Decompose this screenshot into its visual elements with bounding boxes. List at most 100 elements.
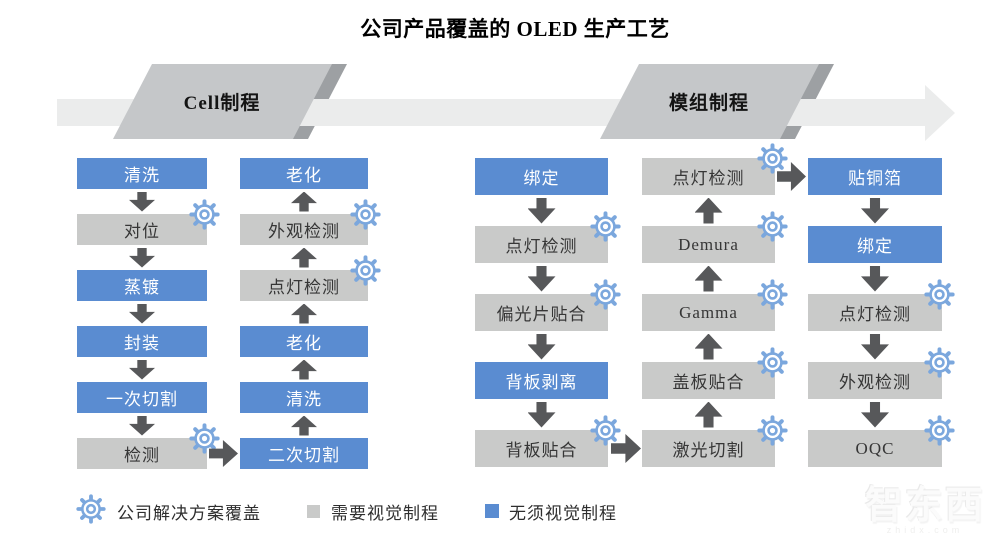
- gear-icon: [189, 199, 220, 230]
- stage-header-label-module: 模组制程: [668, 93, 749, 114]
- legend-gear-icon: [76, 494, 106, 524]
- flow-arrow-down-icon: [129, 359, 155, 380]
- flow-arrow-up-icon: [291, 303, 317, 324]
- flow-arrow-down-icon: [129, 415, 155, 436]
- step-label: 偏光片贴合: [496, 305, 587, 324]
- flow-step-box: 背板贴合: [475, 415, 621, 467]
- watermark-text: 智东西: [864, 485, 985, 527]
- flow-arrow-down-icon: [861, 265, 889, 292]
- flow-arrow-up-icon: [694, 401, 723, 428]
- flow-arrow-down-icon: [129, 303, 155, 324]
- step-label: 蒸镀: [124, 278, 160, 297]
- gear-icon: [757, 143, 788, 174]
- flow-arrow-up-icon: [694, 333, 723, 360]
- gear-icon: [924, 279, 955, 310]
- step-label: Gamma: [679, 302, 738, 322]
- flow-arrow-down-icon: [861, 197, 889, 224]
- band-arrowhead-icon: [925, 85, 955, 141]
- flow-step-box: 老化: [240, 326, 368, 357]
- flow-step-box: 蒸镀: [77, 270, 207, 301]
- flow-step-box: 清洗: [240, 382, 368, 413]
- flow-step-box: 对位: [77, 199, 220, 245]
- stage-header-module: [600, 64, 819, 139]
- gear-icon: [350, 255, 381, 286]
- flow-step-box: OQC: [808, 415, 955, 467]
- step-label: 点灯检测: [268, 278, 340, 297]
- step-label: Demura: [678, 234, 739, 254]
- step-label: 外观检测: [268, 222, 340, 241]
- step-label: 一次切割: [106, 390, 178, 409]
- step-label: 激光切割: [672, 441, 745, 460]
- gear-icon: [590, 415, 621, 446]
- flow-arrow-down-icon: [527, 265, 556, 292]
- gear-icon: [350, 199, 381, 230]
- flow-step-box: 绑定: [475, 158, 608, 195]
- flow-step-box: 激光切割: [642, 415, 788, 467]
- flow-step-box: 外观检测: [808, 347, 955, 399]
- flow-arrow-down-icon: [527, 401, 556, 428]
- step-label: 盖板贴合: [672, 373, 745, 392]
- page-title: 公司产品覆盖的 OLED 生产工艺: [360, 17, 670, 41]
- step-label: 绑定: [523, 169, 560, 188]
- gear-icon: [590, 211, 621, 242]
- step-label: 点灯检测: [505, 237, 578, 256]
- flow-arrow-down-icon: [129, 191, 155, 212]
- gear-icon: [757, 347, 788, 378]
- flow-step-box: 点灯检测: [808, 279, 955, 331]
- flow-step-box: 盖板贴合: [642, 347, 788, 399]
- flow-arrow-up-icon: [694, 197, 723, 224]
- flow-step-box: 清洗: [77, 158, 207, 189]
- gear-icon: [590, 279, 621, 310]
- flow-step-box: 一次切割: [77, 382, 207, 413]
- flow-arrow-down-icon: [861, 333, 889, 360]
- step-label: 外观检测: [839, 373, 911, 392]
- step-label: 背板贴合: [505, 441, 578, 460]
- step-label: 点灯检测: [672, 169, 745, 188]
- legend-label-vision-required: 需要视觉制程: [331, 504, 439, 523]
- step-label: 封装: [124, 334, 160, 353]
- stage-header-cell: [113, 64, 332, 139]
- flow-step-box: 绑定: [808, 226, 942, 263]
- flow-arrow-up-icon: [291, 415, 317, 436]
- flow-step-box: 外观检测: [240, 199, 381, 245]
- flow-step-box: Demura: [642, 211, 788, 263]
- gear-icon: [757, 415, 788, 446]
- step-label: 点灯检测: [839, 305, 911, 324]
- flow-arrow-down-icon: [861, 401, 889, 428]
- step-label: 检测: [124, 446, 160, 465]
- step-label: 老化: [286, 166, 322, 185]
- watermark: 智东西 zhidx.com: [850, 474, 1000, 535]
- gear-icon: [924, 415, 955, 446]
- flow-step-box: 点灯检测: [240, 255, 381, 301]
- flow-arrow-up-icon: [291, 359, 317, 380]
- flow-step-box: 点灯检测: [642, 143, 788, 195]
- flow-step-box: 老化: [240, 158, 368, 189]
- flow-step-box: 贴铜箔: [808, 158, 942, 195]
- flow-step-box: 二次切割: [240, 438, 368, 469]
- legend-gray-swatch: [307, 505, 320, 518]
- step-label: OQC: [855, 438, 895, 458]
- step-label: 清洗: [286, 390, 322, 409]
- legend-label-no-vision: 无须视觉制程: [509, 504, 617, 523]
- flow-step-box: 点灯检测: [475, 211, 621, 263]
- gear-icon: [757, 279, 788, 310]
- flow-arrow-down-icon: [527, 197, 556, 224]
- flow-step-box: 背板剥离: [475, 362, 608, 399]
- step-label: 清洗: [124, 166, 160, 185]
- flow-arrow-up-icon: [291, 191, 317, 212]
- step-label: 绑定: [857, 237, 893, 256]
- flow-arrow-down-icon: [129, 247, 155, 268]
- step-label: 二次切割: [268, 446, 340, 465]
- step-label: 背板剥离: [505, 373, 578, 392]
- gear-icon: [924, 347, 955, 378]
- flow-arrow-up-icon: [694, 265, 723, 292]
- watermark-subtext: zhidx.com: [886, 525, 964, 535]
- flow-step-box: 检测: [77, 423, 220, 469]
- step-label: 老化: [286, 334, 322, 353]
- step-label: 对位: [124, 222, 160, 241]
- flow-step-box: Gamma: [642, 279, 788, 331]
- step-label: 贴铜箔: [848, 169, 902, 188]
- legend-label-solution: 公司解决方案覆盖: [117, 504, 261, 523]
- stage-header-label-cell: Cell制程: [183, 93, 261, 114]
